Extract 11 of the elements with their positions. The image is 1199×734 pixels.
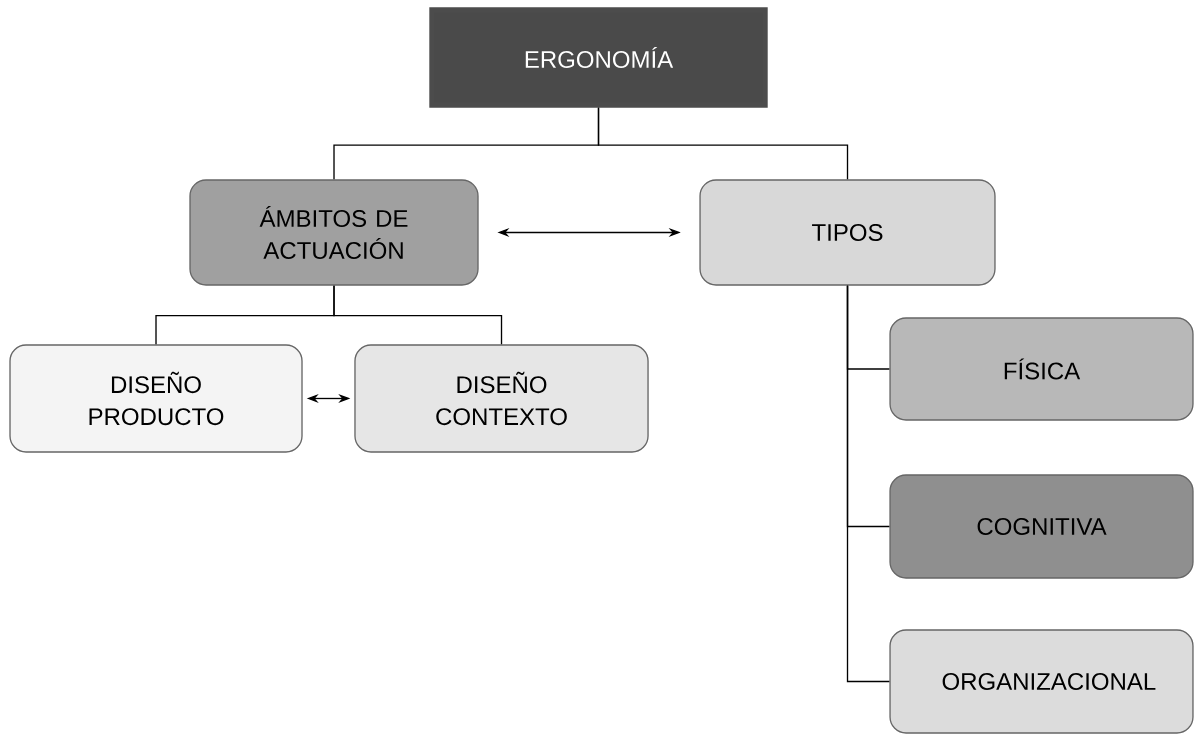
- category-box: DISEÑO PRODUCTO: [9, 344, 303, 453]
- category-box: FÍSICA: [889, 317, 1194, 421]
- category-box: ORGANIZACIONAL: [889, 629, 1194, 734]
- connector-line: [333, 285, 503, 346]
- category-box: TIPOS: [699, 179, 996, 286]
- title-box: ERGONOMÍA: [429, 7, 768, 108]
- connector-line: [597, 106, 849, 180]
- category-box: COGNITIVA: [889, 474, 1194, 579]
- connector-line: [846, 285, 891, 683]
- category-box: ÁMBITOS DE ACTUACIÓN: [189, 179, 479, 286]
- category-box: DISEÑO CONTEXTO: [354, 344, 649, 453]
